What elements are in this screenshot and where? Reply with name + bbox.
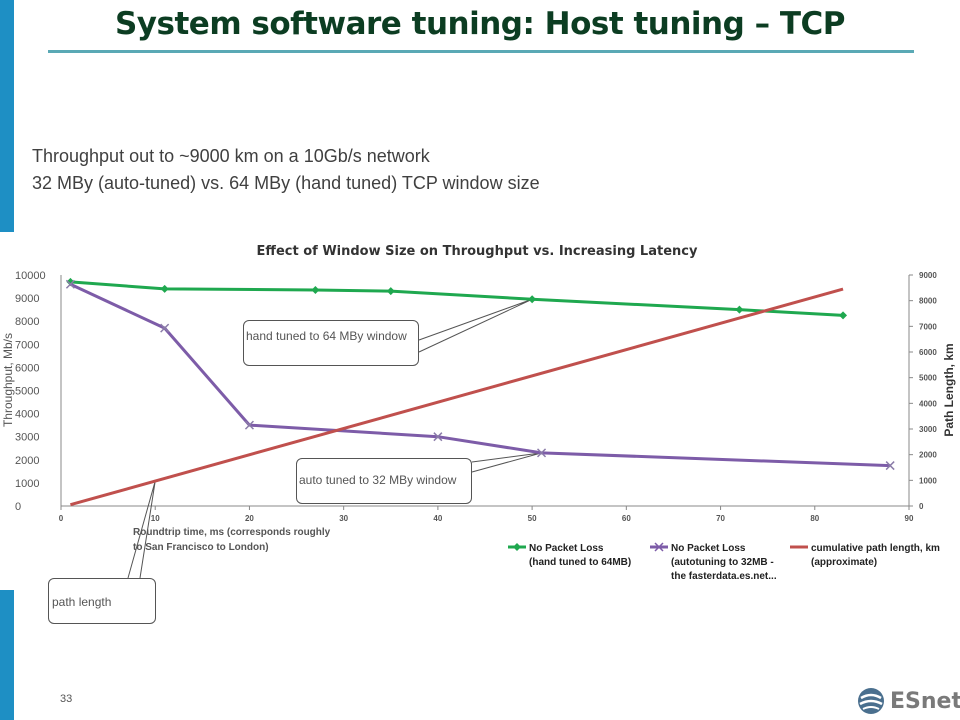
callout-hand-tuned: hand tuned to 64 MBy window — [243, 320, 419, 366]
y2-tick-label: 1000 — [919, 476, 937, 485]
esnet-globe-icon — [858, 688, 884, 714]
y2-tick-label: 5000 — [919, 374, 937, 383]
y2-tick-label: 9000 — [919, 271, 937, 280]
y2-tick-label: 7000 — [919, 322, 937, 331]
y-axis-label: Throughput, Mb/s — [1, 333, 15, 427]
y2-tick-label: 4000 — [919, 399, 937, 408]
y-tick-label: 5000 — [15, 386, 39, 398]
chart-ticks: 0 10 20 30 40 50 60 70 80 90 0 1000 2000 3000 4000 5000… — [15, 270, 937, 523]
esnet-logo: ESnet — [856, 686, 960, 716]
x-tick-label: 30 — [339, 514, 348, 523]
legend-marker-1 — [513, 543, 521, 551]
y2-tick-label: 0 — [919, 502, 924, 511]
x-tick-label: 40 — [433, 514, 442, 523]
callout-auto-tuned-text: auto tuned to 32 MBy window — [299, 473, 457, 487]
y-tick-label: 2000 — [15, 455, 39, 467]
callout-hand-tuned-text: hand tuned to 64 MBy window — [246, 329, 407, 343]
chart-axes — [60, 275, 910, 507]
logo-text: ESnet — [890, 688, 960, 714]
x-tick-label: 20 — [245, 514, 254, 523]
title-underline — [48, 50, 914, 53]
y2-tick-label: 2000 — [919, 451, 937, 460]
y-tick-label: 6000 — [15, 362, 39, 374]
series-2-point — [160, 323, 170, 333]
chart-series — [65, 277, 895, 507]
y2-tick-label: 3000 — [919, 425, 937, 434]
series-2-point — [433, 432, 443, 442]
legend-label-1: No Packet Loss(hand tuned to 64MB) — [529, 543, 631, 568]
page-number: 33 — [60, 693, 73, 705]
y2-tick-label: 6000 — [919, 348, 937, 357]
chart-legend: No Packet Loss(hand tuned to 64MB) No Pac… — [508, 542, 940, 582]
y2-axis-label: Path Length, km — [942, 343, 956, 436]
series-1-point — [311, 286, 320, 295]
y-tick-label: 0 — [15, 501, 21, 513]
series-1-point — [386, 287, 395, 296]
series-1-point — [160, 284, 169, 293]
series-1-point — [528, 295, 537, 304]
legend-marker-2 — [654, 542, 664, 552]
slide-title: System software tuning: Host tuning – TC… — [114, 6, 846, 42]
x-tick-label: 0 — [59, 514, 64, 523]
series-3-line — [70, 287, 844, 507]
x-tick-label: 50 — [528, 514, 537, 523]
y-tick-label: 9000 — [15, 293, 39, 305]
x-tick-label: 70 — [716, 514, 725, 523]
y-tick-label: 7000 — [15, 339, 39, 351]
x-tick-label: 60 — [622, 514, 631, 523]
leader-auto-tuned — [471, 452, 542, 473]
y-tick-label: 10000 — [15, 270, 46, 282]
legend-label-2: No Packet Loss(autotuning to 32MB -the f… — [671, 543, 777, 582]
side-accent-bar-bottom — [0, 590, 14, 720]
series-2-point — [537, 448, 547, 458]
series-2-point — [885, 461, 895, 471]
x-tick-label: 90 — [905, 514, 914, 523]
chart-title: Effect of Window Size on Throughput vs. … — [257, 244, 698, 259]
series-2-point — [65, 279, 75, 289]
side-accent-bar-top — [0, 0, 14, 232]
y-tick-label: 4000 — [15, 409, 39, 421]
callout-auto-tuned: auto tuned to 32 MBy window — [296, 458, 472, 504]
series-1-line — [70, 280, 844, 317]
x-tick-label: 80 — [810, 514, 819, 523]
leader-hand-tuned — [418, 298, 533, 353]
legend-label-3: cumulative path length, km(approximate) — [811, 543, 940, 568]
subtitle-line-1: Throughput out to ~9000 km on a 10Gb/s n… — [32, 146, 430, 166]
y-tick-label: 3000 — [15, 432, 39, 444]
series-1-point — [839, 311, 848, 320]
x-tick-label: 10 — [151, 514, 160, 523]
subtitle-line-2: 32 MBy (auto-tuned) vs. 64 MBy (hand tun… — [32, 173, 540, 193]
series-2-line — [69, 282, 891, 468]
y2-tick-label: 8000 — [919, 297, 937, 306]
callout-path-length: path length — [48, 578, 156, 624]
series-2-point — [244, 420, 254, 430]
callout-path-length-text: path length — [52, 595, 112, 609]
y-tick-label: 8000 — [15, 316, 39, 328]
series-1-point — [735, 305, 744, 314]
y-tick-label: 1000 — [15, 478, 39, 490]
